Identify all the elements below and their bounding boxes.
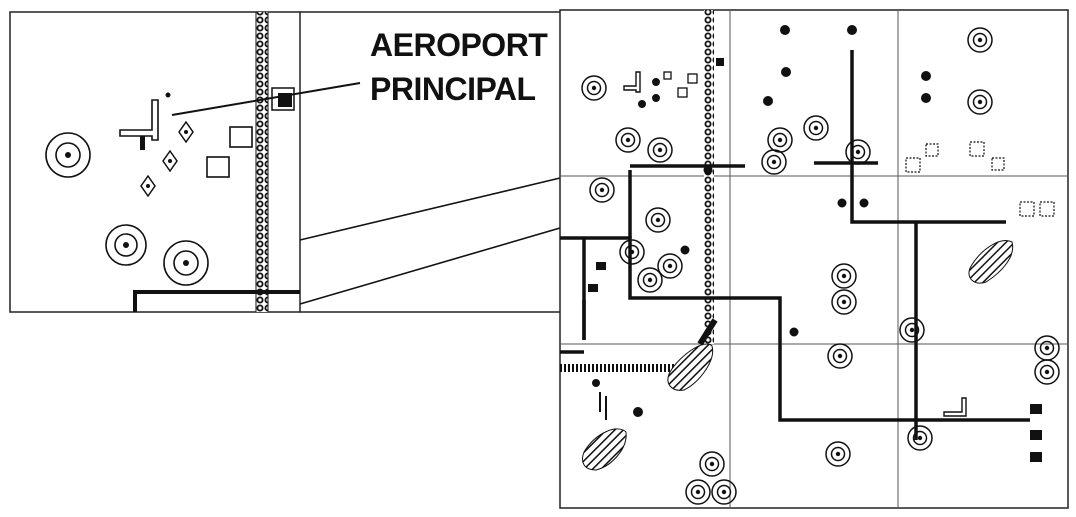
ring-marker: [620, 132, 636, 148]
ring-marker-center: [841, 299, 847, 305]
ring-marker-center: [591, 85, 597, 91]
airport-runway-icon: [623, 71, 641, 93]
ring-marker: [1039, 364, 1055, 380]
concentric-circle-icon: [45, 132, 91, 178]
ring-marker: [647, 137, 673, 163]
ring-marker: [831, 289, 857, 315]
ring-marker-center: [721, 489, 727, 495]
ring-marker: [619, 239, 645, 265]
hatched-area-icon: [968, 240, 1014, 284]
ring-marker-center: [977, 37, 983, 43]
ring-marker-center: [695, 489, 701, 495]
ring-marker: [704, 456, 720, 472]
ring-marker: [972, 32, 988, 48]
ring-marker: [761, 149, 787, 175]
railway-track-icon: [256, 12, 268, 312]
ring-marker: [967, 27, 993, 53]
ring-marker-center: [647, 277, 653, 283]
ring-marker: [685, 479, 711, 505]
ring-marker-center: [599, 187, 605, 193]
ring-marker: [657, 253, 683, 279]
ring-marker: [899, 317, 925, 343]
ring-marker-center: [977, 99, 983, 105]
ring-marker: [827, 343, 853, 369]
ring-marker: [642, 272, 658, 288]
ring-marker: [624, 244, 640, 260]
ring-marker: [912, 430, 928, 446]
ring-marker: [690, 484, 706, 500]
concentric-circle-icon: [105, 224, 147, 266]
ring-marker: [907, 425, 933, 451]
ring-marker: [831, 263, 857, 289]
ring-marker-center: [777, 137, 783, 143]
ring-marker-center: [771, 159, 777, 165]
ring-marker: [830, 446, 846, 462]
railway-track-icon: [704, 10, 714, 344]
ring-marker: [803, 115, 829, 141]
terminal-building-icon: [229, 126, 253, 148]
ring-marker: [581, 75, 607, 101]
callout-line-1: AEROPORT: [370, 27, 548, 63]
zoom-connector: [299, 177, 561, 305]
ring-marker-center: [909, 327, 915, 333]
ring-marker: [662, 258, 678, 274]
ring-marker: [836, 268, 852, 284]
ring-marker-center: [835, 451, 841, 457]
terminal-building-icon: [206, 156, 230, 178]
ring-marker: [645, 207, 671, 233]
ring-marker: [1039, 340, 1055, 356]
ring-marker: [650, 212, 666, 228]
ring-marker-center: [657, 147, 663, 153]
ring-marker-center: [841, 273, 847, 279]
main-map: [559, 9, 1069, 509]
ring-marker: [766, 154, 782, 170]
ring-marker: [716, 484, 732, 500]
ring-marker: [772, 132, 788, 148]
ring-marker: [845, 139, 871, 165]
concentric-circle-icon: [163, 240, 209, 286]
ring-marker: [637, 267, 663, 293]
ring-marker: [836, 294, 852, 310]
ring-marker-center: [1044, 369, 1050, 375]
ring-marker-center: [655, 217, 661, 223]
ring-marker: [972, 94, 988, 110]
ring-marker: [904, 322, 920, 338]
hatched-area-icon: [582, 428, 627, 471]
ring-marker: [850, 144, 866, 160]
airport-runway-icon: [119, 99, 159, 150]
ring-marker: [808, 120, 824, 136]
ring-marker-center: [917, 435, 923, 441]
ring-marker-center: [629, 249, 635, 255]
ring-marker: [832, 348, 848, 364]
ring-marker: [586, 80, 602, 96]
ring-marker: [594, 182, 610, 198]
hatched-area-icon: [667, 343, 714, 391]
inset-panel: [9, 11, 560, 313]
ring-marker-center: [837, 353, 843, 359]
ring-marker: [825, 441, 851, 467]
airport-runway-icon: [943, 397, 967, 417]
concentric-circle-icon: [581, 27, 1060, 505]
ring-marker: [652, 142, 668, 158]
diamond-beacon-icon: [140, 120, 194, 198]
ring-marker: [615, 127, 641, 153]
callout-line-2: PRINCIPAL: [370, 71, 536, 107]
ring-marker-center: [709, 461, 715, 467]
ring-marker: [711, 479, 737, 505]
ring-marker: [967, 89, 993, 115]
ring-marker-center: [813, 125, 819, 131]
ring-marker-center: [1044, 345, 1050, 351]
ring-marker: [1034, 359, 1060, 385]
ring-marker-center: [855, 149, 861, 155]
ring-marker: [589, 177, 615, 203]
ring-marker: [699, 451, 725, 477]
ring-marker-center: [625, 137, 631, 143]
ring-marker-center: [667, 263, 673, 269]
